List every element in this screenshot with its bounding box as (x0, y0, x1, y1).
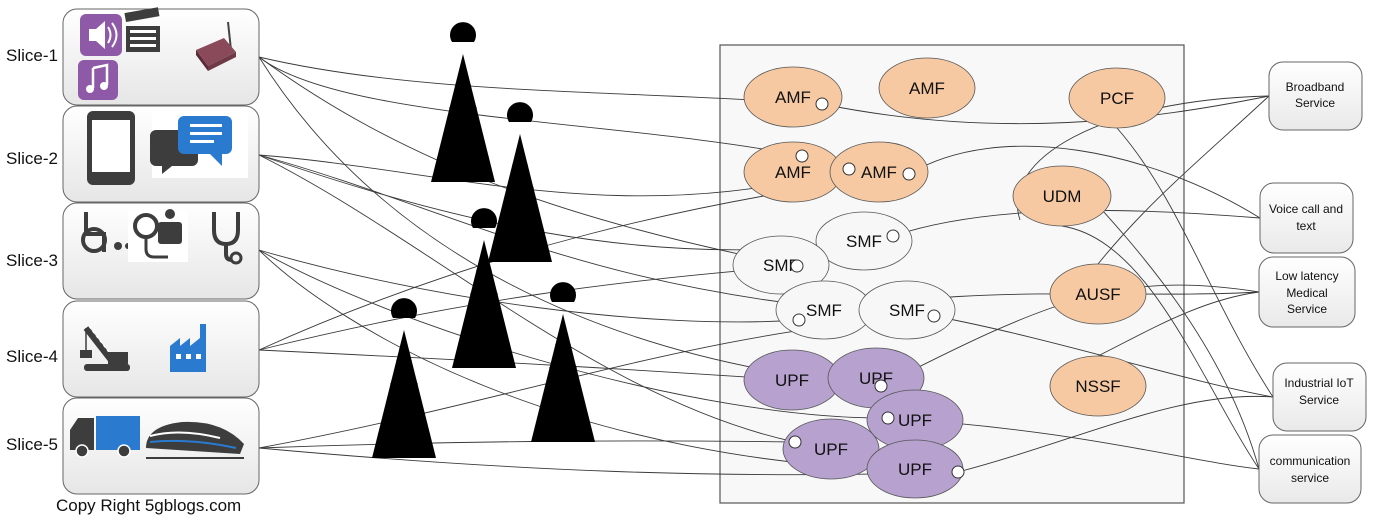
upf-label: UPF (898, 411, 932, 430)
wireless-router-icon (196, 21, 236, 71)
udm-node[interactable]: UDM (1012, 165, 1112, 227)
amf-label: AMF (909, 79, 945, 98)
upf-node[interactable]: UPF (866, 439, 964, 499)
service-broadband-line-1: Broadband (1286, 80, 1345, 94)
connection-line (258, 56, 803, 157)
upf-label: UPF (814, 440, 848, 459)
upf-node[interactable]: UPF (743, 349, 841, 411)
upf-label: UPF (898, 460, 932, 479)
connection-line (258, 249, 800, 323)
service-voice-line-1: Voice call and (1269, 202, 1343, 216)
connection-line (821, 95, 1270, 125)
slice-5-label: Slice-5 (6, 435, 58, 454)
smf-node[interactable]: SMF (815, 211, 913, 271)
slice-2-box[interactable]: Slice-2 (6, 105, 260, 203)
connection-line (258, 56, 823, 105)
amf-node[interactable]: AMF (743, 141, 843, 203)
service-broadband-line-2: Service (1295, 96, 1335, 110)
service-iot-line-1: Industrial IoT (1284, 376, 1354, 390)
smf-node[interactable]: SMF (775, 280, 873, 340)
service-medical-line-3: Service (1287, 302, 1327, 316)
cell-tower-icon (431, 22, 495, 183)
service-communication[interactable]: communication service (1258, 434, 1362, 504)
bullet-train-icon (146, 421, 244, 459)
cell-tower-icon (531, 282, 595, 442)
smf-label: SMF (846, 232, 882, 251)
slice-5-box[interactable]: Slice-5 (6, 397, 260, 495)
slice-3-box[interactable]: Slice-3 (6, 202, 260, 300)
crane-icon (80, 325, 130, 371)
connection-line (258, 265, 798, 351)
speaker-icon (80, 14, 122, 56)
slice-2-label: Slice-2 (6, 149, 58, 168)
factory-icon (170, 324, 206, 372)
slice-1-box[interactable]: Slice-1 (6, 7, 260, 106)
connection-ports (788, 97, 965, 479)
connection-line (957, 395, 1274, 473)
chat-bubbles-icon (150, 112, 248, 178)
udm-label: UDM (1043, 187, 1082, 206)
service-iot[interactable]: Industrial IoT Service (1272, 362, 1367, 432)
clapperboard-icon (124, 7, 160, 52)
connection-line (908, 145, 1261, 219)
smf-node[interactable]: SMF (858, 280, 956, 340)
smf-label: SMF (889, 301, 925, 320)
smf-node[interactable]: SMF (732, 235, 830, 295)
pcf-node[interactable]: PCF (1068, 67, 1166, 129)
truck-icon (70, 416, 140, 458)
smf-label: SMF (806, 301, 842, 320)
slice-3-label: Slice-3 (6, 251, 58, 270)
service-medical[interactable]: Low latency Medical Service (1258, 256, 1356, 328)
pcf-label: PCF (1100, 89, 1134, 108)
wheelchair-icon (81, 212, 131, 253)
amf-label: AMF (861, 163, 897, 182)
upf-label: UPF (775, 371, 809, 390)
amf-node[interactable]: AMF (743, 66, 843, 128)
smartphone-icon (87, 111, 135, 185)
upf-node[interactable]: UPF (866, 389, 964, 451)
music-note-icon (78, 60, 118, 100)
cell-tower-icon (488, 102, 552, 262)
connection-line (1116, 127, 1274, 398)
connection-line (1097, 291, 1260, 357)
nssf-label: NSSF (1075, 377, 1120, 396)
amf-node[interactable]: AMF (878, 57, 976, 119)
service-communication-line-1: communication (1270, 454, 1351, 468)
service-medical-line-1: Low latency (1275, 269, 1338, 283)
slice-1-label: Slice-1 (6, 46, 58, 65)
blood-pressure-icon (128, 209, 188, 262)
connection-line (258, 154, 796, 443)
slice-4-box[interactable]: Slice-4 (6, 300, 260, 398)
connection-line (1097, 95, 1270, 265)
smf-label: SMF (763, 256, 799, 275)
connection-line (258, 56, 798, 267)
service-communication-line-2: service (1291, 471, 1329, 485)
service-voice[interactable]: Voice call and text (1259, 182, 1354, 254)
amf-label: AMF (775, 163, 811, 182)
service-broadband[interactable]: Broadband Service (1268, 61, 1363, 131)
upf-node[interactable]: UPF (782, 418, 880, 480)
service-iot-line-2: Service (1299, 393, 1339, 407)
amf-node[interactable]: AMF (829, 141, 929, 203)
nssf-node[interactable]: NSSF (1049, 355, 1147, 417)
copyright-text: Copy Right 5gblogs.com (56, 496, 241, 515)
ausf-node[interactable]: AUSF (1049, 263, 1147, 325)
service-medical-line-2: Medical (1286, 286, 1327, 300)
amf-label: AMF (775, 88, 811, 107)
slice-4-label: Slice-4 (6, 347, 58, 366)
ausf-label: AUSF (1075, 285, 1120, 304)
service-voice-line-2: text (1296, 219, 1316, 233)
connection-line (258, 440, 796, 449)
stethoscope-icon (212, 212, 243, 265)
